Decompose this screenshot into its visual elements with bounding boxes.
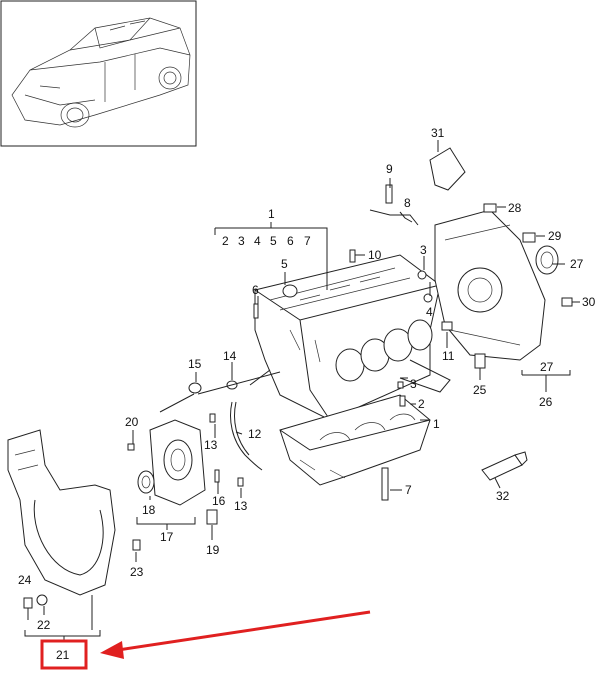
- crankcase-lower: [279, 394, 431, 486]
- callout-1-sub-7: 7: [304, 234, 311, 248]
- bolt-24: [23, 597, 33, 609]
- bolt-28: [483, 203, 497, 213]
- plug-5: [282, 284, 298, 298]
- callout-21: 21: [56, 648, 70, 662]
- callout-27-group: 27: [540, 360, 554, 374]
- bolt-29: [522, 232, 536, 243]
- callout-12: 12: [248, 427, 262, 441]
- callout-1-sub-6: 6: [287, 234, 294, 248]
- bolt-23: [132, 539, 141, 551]
- callout-13-lower: 13: [234, 499, 248, 513]
- callout-15: 15: [188, 357, 202, 371]
- seal-ring: [137, 470, 155, 494]
- rear-seal: [535, 245, 559, 275]
- highlight-callout-21: 21: [40, 639, 88, 670]
- callout-24: 24: [18, 573, 32, 587]
- plugs-11: [441, 321, 453, 331]
- callout-23: 23: [130, 565, 144, 579]
- callout-6: 6: [252, 283, 259, 297]
- timing-cover: [7, 429, 116, 596]
- callout-3-top: 3: [420, 243, 427, 257]
- callout-1-crankcase: 1: [433, 417, 440, 431]
- oil-line: [230, 401, 263, 471]
- vehicle-thumbnail: [0, 0, 197, 147]
- callout-8: 8: [404, 196, 411, 210]
- bracket: [429, 147, 466, 191]
- callout-5: 5: [281, 257, 288, 271]
- callout-14: 14: [223, 349, 237, 363]
- bolt-9: [385, 184, 393, 204]
- callout-10: 10: [368, 248, 382, 262]
- callout-1: 1: [268, 207, 275, 221]
- plug-15: [188, 382, 202, 394]
- callout-labels: 1 2 3 4 5 6 7 1 2 3 4 3 5 6 7 8 9 10 11 …: [18, 126, 596, 632]
- callout-29: 29: [548, 229, 562, 243]
- pin-10: [349, 249, 356, 263]
- pin-16: [214, 469, 220, 483]
- bolt-7: [381, 467, 389, 501]
- callout-13-upper: 13: [204, 438, 218, 452]
- bolt-20: [127, 443, 135, 451]
- callout-11: 11: [442, 349, 455, 363]
- callout-17: 17: [160, 530, 174, 544]
- filter-25: [474, 353, 486, 369]
- callout-1-sub-3: 3: [238, 234, 245, 248]
- callout-27-seal: 27: [570, 257, 584, 271]
- callout-9: 9: [386, 162, 393, 176]
- callout-1-sub-2: 2: [222, 234, 229, 248]
- callout-7: 7: [405, 483, 412, 497]
- callout-32: 32: [496, 489, 510, 503]
- callout-18: 18: [142, 503, 156, 517]
- leader-lines: [24, 140, 580, 640]
- cover-plate: [149, 419, 206, 506]
- callout-26: 26: [539, 395, 553, 409]
- washer-22: [36, 594, 48, 606]
- highlight-arrow: [100, 610, 371, 659]
- pin-6: [253, 303, 259, 319]
- callout-31: 31: [431, 126, 445, 140]
- callout-22: 22: [37, 618, 51, 632]
- callout-19: 19: [206, 543, 220, 557]
- callout-20: 20: [125, 415, 139, 429]
- bolt-13: [209, 413, 244, 487]
- callout-16: 16: [212, 494, 226, 508]
- flywheel-housing: [434, 209, 546, 361]
- callout-25: 25: [473, 383, 487, 397]
- callout-4: 4: [426, 305, 433, 319]
- callout-28: 28: [508, 201, 522, 215]
- callout-1-sub-4: 4: [254, 234, 261, 248]
- pipe-8: [369, 209, 419, 226]
- sealant-tube: [481, 451, 528, 481]
- callout-3-bottom: 3: [410, 377, 417, 391]
- filter-19: [206, 509, 218, 525]
- callout-30: 30: [582, 295, 596, 309]
- engine-block: [254, 254, 451, 421]
- callout-2: 2: [418, 397, 425, 411]
- dowel-2: [399, 395, 406, 407]
- bolt-30: [561, 297, 573, 307]
- callout-1-sub-5: 5: [270, 234, 277, 248]
